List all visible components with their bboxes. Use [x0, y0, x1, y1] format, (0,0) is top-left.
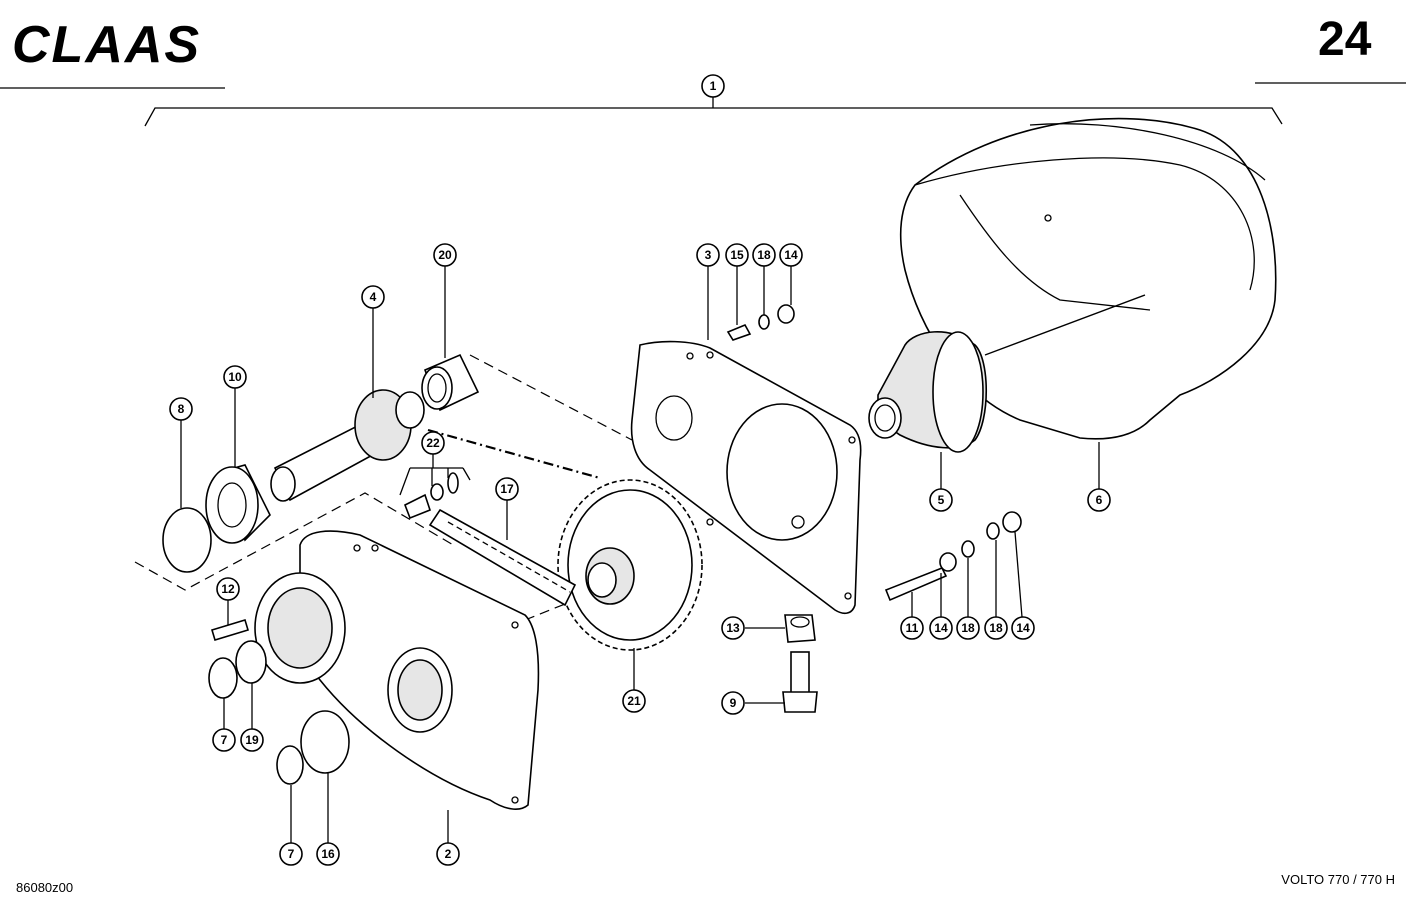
callout-18-middle[interactable]: 18 [956, 616, 980, 640]
model-name: VOLTO 770 / 770 H [1281, 872, 1395, 887]
callout-8[interactable]: 8 [169, 397, 193, 421]
svg-text:12: 12 [221, 582, 235, 596]
callout-5[interactable]: 5 [929, 488, 953, 512]
page-number: 24 [1318, 13, 1372, 66]
callout-10[interactable]: 10 [223, 365, 247, 389]
svg-text:11: 11 [906, 621, 919, 635]
callout-7-lower[interactable]: 7 [279, 842, 303, 866]
circlip-8 [162, 507, 212, 573]
circlip-7-upper [208, 657, 238, 699]
seal-ring-16 [300, 710, 350, 774]
callout-14-right[interactable]: 14 [1011, 616, 1035, 640]
cone [868, 331, 987, 453]
roller-chain [428, 508, 577, 607]
bolt-12 [211, 619, 249, 641]
callout-12[interactable]: 12 [216, 577, 240, 601]
drawing-id: 86080z00 [16, 880, 73, 895]
callout-18-right[interactable]: 18 [984, 616, 1008, 640]
svg-text:1: 1 [710, 79, 717, 93]
callout-14-middle[interactable]: 14 [929, 616, 953, 640]
svg-text:9: 9 [730, 696, 737, 710]
pin-15 [726, 323, 752, 341]
callout-17[interactable]: 17 [495, 477, 519, 501]
ball-bearing [205, 464, 271, 544]
brand-logo: CLAAS [12, 16, 201, 74]
svg-text:4: 4 [370, 290, 377, 304]
nut-14-middle [939, 552, 957, 572]
callout-11[interactable]: 11 [900, 616, 924, 640]
svg-text:18: 18 [961, 621, 975, 635]
callout-16[interactable]: 16 [316, 842, 340, 866]
callout-3[interactable]: 3 [696, 243, 720, 267]
svg-text:19: 19 [245, 733, 259, 747]
needle-bearing [421, 353, 480, 412]
svg-text:5: 5 [938, 493, 945, 507]
callout-4[interactable]: 4 [361, 285, 385, 309]
callout-22[interactable]: 22 [421, 431, 445, 455]
callout-15[interactable]: 15 [725, 243, 749, 267]
svg-text:21: 21 [627, 694, 641, 708]
callout-20[interactable]: 20 [433, 243, 457, 267]
mounting-plate [630, 340, 862, 615]
callout-7-upper[interactable]: 7 [212, 728, 236, 752]
circlip-7-lower [276, 745, 304, 785]
callout-2[interactable]: 2 [436, 842, 460, 866]
alignment-line-upper [469, 354, 633, 441]
svg-text:13: 13 [726, 621, 740, 635]
chain-link-set [403, 472, 459, 520]
guard-housing [899, 117, 1277, 440]
alignment-line-chain [427, 428, 601, 480]
callout-18-upper[interactable]: 18 [752, 243, 776, 267]
svg-text:14: 14 [1016, 621, 1030, 635]
callout-6[interactable]: 6 [1087, 488, 1111, 512]
callout-19[interactable]: 19 [240, 728, 264, 752]
svg-text:6: 6 [1096, 493, 1103, 507]
sprocket [557, 479, 703, 651]
svg-text:7: 7 [288, 847, 295, 861]
svg-text:18: 18 [757, 248, 771, 262]
svg-text:14: 14 [934, 621, 948, 635]
svg-text:2: 2 [445, 847, 452, 861]
callouts: 1 20 3 15 18 14 4 10 8 22 17 5 6 12 13 1… [169, 74, 1111, 866]
seal-ring-19 [235, 640, 267, 684]
svg-text:18: 18 [989, 621, 1003, 635]
callout-14-upper[interactable]: 14 [779, 243, 803, 267]
washer-18-upper [758, 314, 770, 330]
callout-21[interactable]: 21 [622, 689, 646, 713]
svg-text:16: 16 [321, 847, 335, 861]
svg-text:22: 22 [426, 436, 440, 450]
washer-18-right [986, 522, 1000, 540]
leader-lines [180, 266, 1100, 843]
cover-housing [254, 530, 540, 810]
callout-13[interactable]: 13 [721, 616, 745, 640]
nut-14-right [1002, 511, 1022, 533]
svg-text:10: 10 [228, 370, 242, 384]
svg-text:14: 14 [784, 248, 798, 262]
splined-shaft [270, 389, 425, 502]
washer-18-middle [961, 540, 975, 558]
svg-text:8: 8 [178, 402, 185, 416]
svg-text:3: 3 [705, 248, 712, 262]
svg-text:20: 20 [438, 248, 452, 262]
callout-9[interactable]: 9 [721, 691, 745, 715]
callout-1[interactable]: 1 [701, 74, 725, 98]
bolt-9 [782, 651, 818, 713]
nut-13 [784, 614, 816, 643]
svg-text:7: 7 [221, 733, 228, 747]
bolt-11 [884, 566, 948, 602]
svg-text:17: 17 [500, 482, 514, 496]
nut-14-upper [777, 304, 795, 324]
svg-text:15: 15 [730, 248, 744, 262]
